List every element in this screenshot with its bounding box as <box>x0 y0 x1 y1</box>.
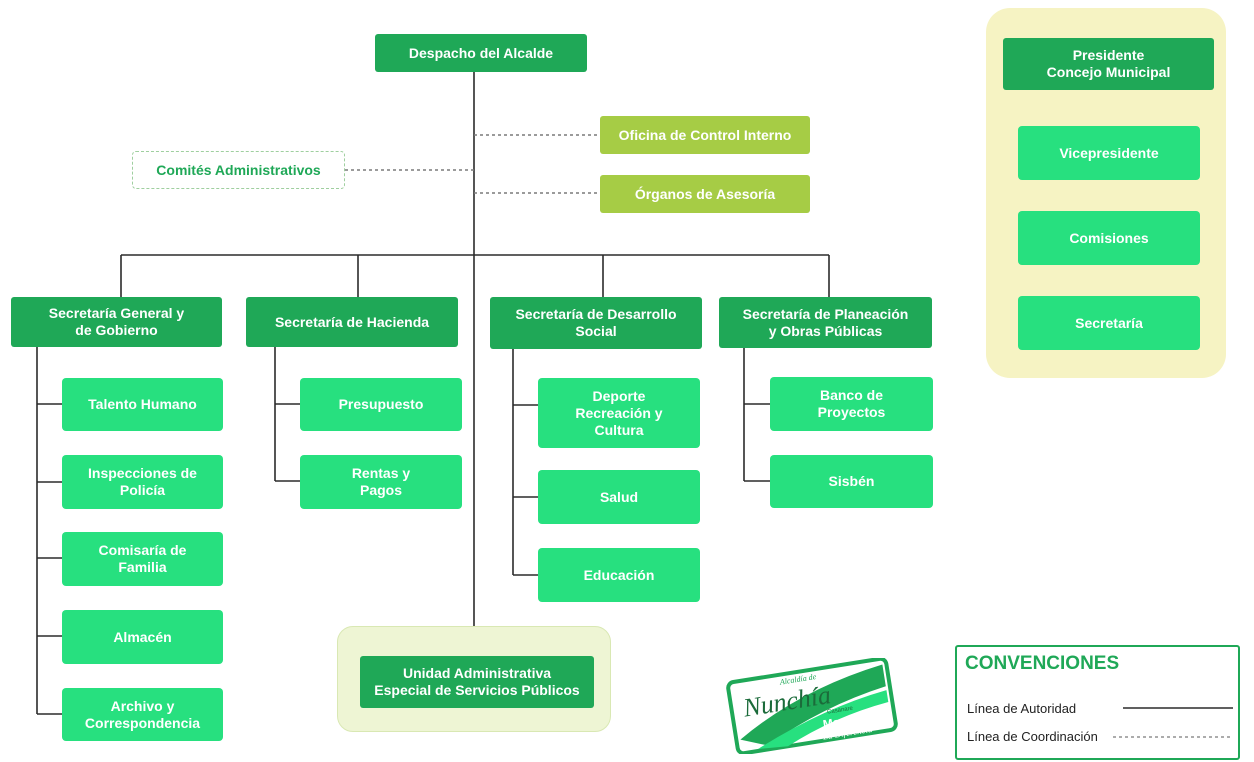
unit-project-bank-node: Banco de Proyectos <box>770 377 933 431</box>
legend-title: CONVENCIONES <box>965 653 1120 674</box>
secretariat-social-node: Secretaría de Desarrollo Social <box>490 297 702 349</box>
unit-sisben-node: Sisbén <box>770 455 933 508</box>
advisory-bodies-node: Órganos de Asesoría <box>600 175 810 213</box>
unit-human-talent-node: Talento Humano <box>62 378 223 431</box>
unit-education-node: Educación <box>538 548 700 602</box>
unit-warehouse-node: Almacén <box>62 610 223 664</box>
council-secretary-node: Secretaría <box>1018 296 1200 350</box>
unit-revenue-node: Rentas y Pagos <box>300 455 462 509</box>
legend-coordination-label: Línea de Coordinación <box>967 729 1098 744</box>
unit-budget-node: Presupuesto <box>300 378 462 431</box>
legend-line-samples <box>1113 707 1233 738</box>
unit-sports-culture-node: Deporte Recreación y Cultura <box>538 378 700 448</box>
unit-police-inspections-node: Inspecciones de Policía <box>62 455 223 509</box>
logo-region-text: Casanare <box>827 706 854 716</box>
secretariat-planning-node: Secretaría de Planeación y Obras Pública… <box>719 297 932 348</box>
admin-committees-node: Comités Administrativos <box>132 151 345 189</box>
secretariat-general-node: Secretaría General y de Gobierno <box>11 297 222 347</box>
mayor-office-node: Despacho del Alcalde <box>375 34 587 72</box>
council-vicepresident-node: Vicepresidente <box>1018 126 1200 180</box>
unit-family-commissary-node: Comisaría de Familia <box>62 532 223 586</box>
internal-control-node: Oficina de Control Interno <box>600 116 810 154</box>
legend-box: CONVENCIONES Línea de Autoridad Línea de… <box>955 645 1240 760</box>
unit-archive-node: Archivo y Correspondencia <box>62 688 223 741</box>
special-unit-node: Unidad Administrativa Especial de Servic… <box>360 656 594 708</box>
unit-health-node: Salud <box>538 470 700 524</box>
council-commissions-node: Comisiones <box>1018 211 1200 265</box>
legend-authority-label: Línea de Autoridad <box>967 701 1077 716</box>
nunchia-logo: Alcaldía de Nunchía Casanare Marcando La… <box>726 658 898 754</box>
secretariat-finance-node: Secretaría de Hacienda <box>246 297 458 347</box>
council-president-node: Presidente Concejo Municipal <box>1003 38 1214 90</box>
